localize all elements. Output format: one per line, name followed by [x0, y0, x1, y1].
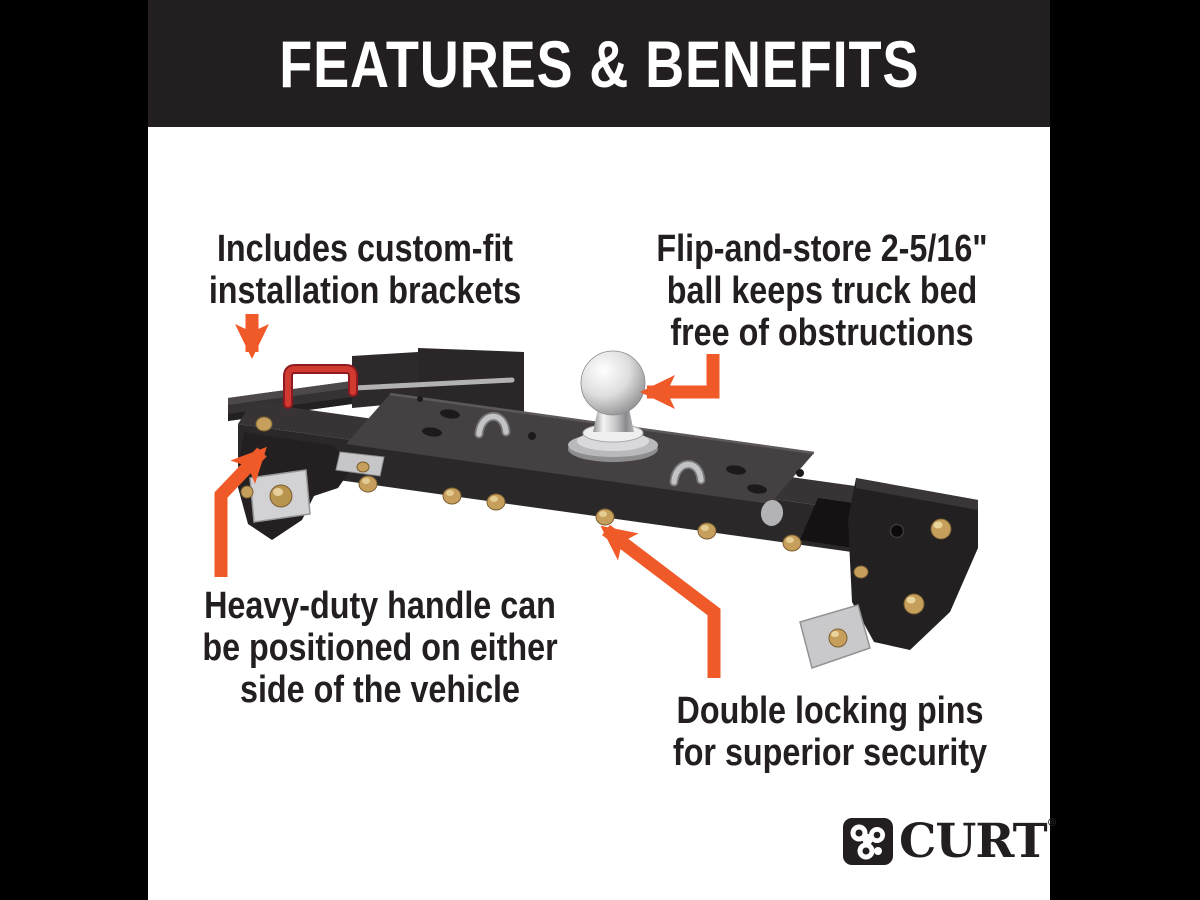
callout-line: be positioned on either [202, 627, 558, 669]
left-black-bar [0, 0, 148, 900]
callout-line: side of the vehicle [239, 669, 521, 711]
callout-line: for superior security [672, 732, 988, 774]
right-black-bar [1050, 0, 1200, 900]
installation-bracket-right [799, 478, 978, 669]
registered-mark: ® [1046, 816, 1058, 829]
release-handle [283, 364, 358, 409]
callout-installation-brackets: Includes custom-fit installation bracket… [182, 228, 548, 312]
callout-line: Flip-and-store 2-5/16" [656, 228, 988, 270]
arrow-to-handle [214, 446, 267, 577]
callout-arrows [214, 314, 721, 678]
platform-holes [417, 396, 804, 494]
curt-logo: CURT® [843, 816, 1058, 866]
callout-line: ball keeps truck bed [666, 270, 978, 312]
header-title: FEATURES & BENEFITS [278, 26, 919, 101]
curt-pinwheel-icon [843, 818, 893, 865]
callout-flip-and-store-ball: Flip-and-store 2-5/16" ball keeps truck … [642, 228, 1002, 354]
upright-beam [352, 352, 418, 408]
callout-line: installation brackets [208, 270, 522, 312]
arrow-to-ball [640, 354, 720, 409]
cross-rod [351, 377, 515, 391]
brand-name: CURT [899, 814, 1048, 869]
callout-line: Heavy-duty handle can [204, 585, 556, 627]
callout-heavy-duty-handle: Heavy-duty handle can be positioned on e… [197, 585, 563, 711]
header-banner: FEATURES & BENEFITS [148, 0, 1050, 127]
callout-line: Includes custom-fit [216, 228, 514, 270]
callout-line: Double locking pins [676, 690, 984, 732]
callout-line: free of obstructions [670, 312, 974, 354]
callout-double-locking-pins: Double locking pins for superior securit… [652, 690, 1009, 774]
safety-chain-loops [474, 412, 706, 487]
hitch-ball [568, 350, 658, 462]
rail-front-face [238, 424, 966, 568]
front-plug [760, 500, 784, 526]
arrow-to-pins [600, 524, 721, 678]
curt-wordmark: CURT® [899, 816, 1058, 865]
